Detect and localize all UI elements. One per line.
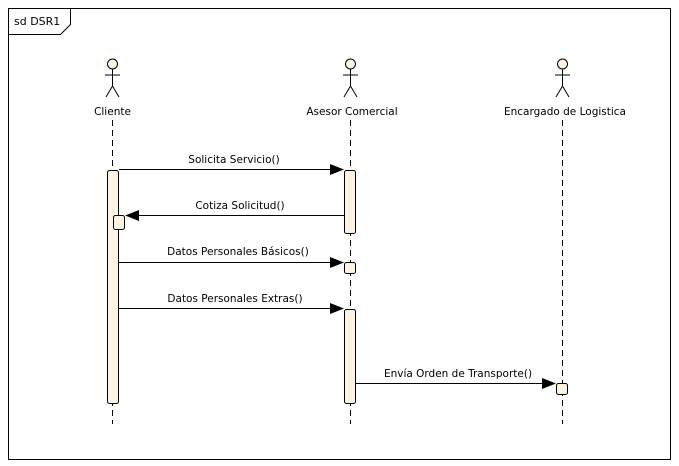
frame-title: sd DSR1 <box>14 15 60 28</box>
message-label: Solicita Servicio() <box>188 154 279 166</box>
actor-logistica-icon <box>555 58 570 98</box>
message-datos-extras: Datos Personales Extras() <box>119 293 344 314</box>
activation-asesor-3 <box>344 309 356 404</box>
activation-asesor-1 <box>344 170 356 234</box>
activation-cliente-main <box>107 170 119 404</box>
actor-cliente-icon <box>105 58 120 98</box>
actor-cliente-label: Cliente <box>94 106 131 118</box>
actor-logistica-label: Encargado de Logistica <box>504 106 626 118</box>
actor-asesor-label: Asesor Comercial <box>306 106 397 118</box>
message-cotiza-solicitud: Cotiza Solicitud() <box>125 200 344 221</box>
activation-logistica <box>556 383 568 395</box>
activation-cliente-nested <box>113 215 125 230</box>
message-label: Datos Personales Básicos() <box>167 246 309 258</box>
frame-title-tab <box>8 8 71 35</box>
message-label: Datos Personales Extras() <box>167 293 302 305</box>
message-datos-basicos: Datos Personales Básicos() <box>119 246 344 268</box>
message-label: Cotiza Solicitud() <box>195 200 284 212</box>
message-label: Envía Orden de Transporte() <box>384 368 532 380</box>
message-envia-orden: Envía Orden de Transporte() <box>356 368 556 389</box>
activation-asesor-2 <box>344 262 356 274</box>
actor-asesor-icon <box>343 58 358 98</box>
message-solicita-servicio: Solicita Servicio() <box>119 154 344 175</box>
diagram-frame <box>8 8 671 460</box>
